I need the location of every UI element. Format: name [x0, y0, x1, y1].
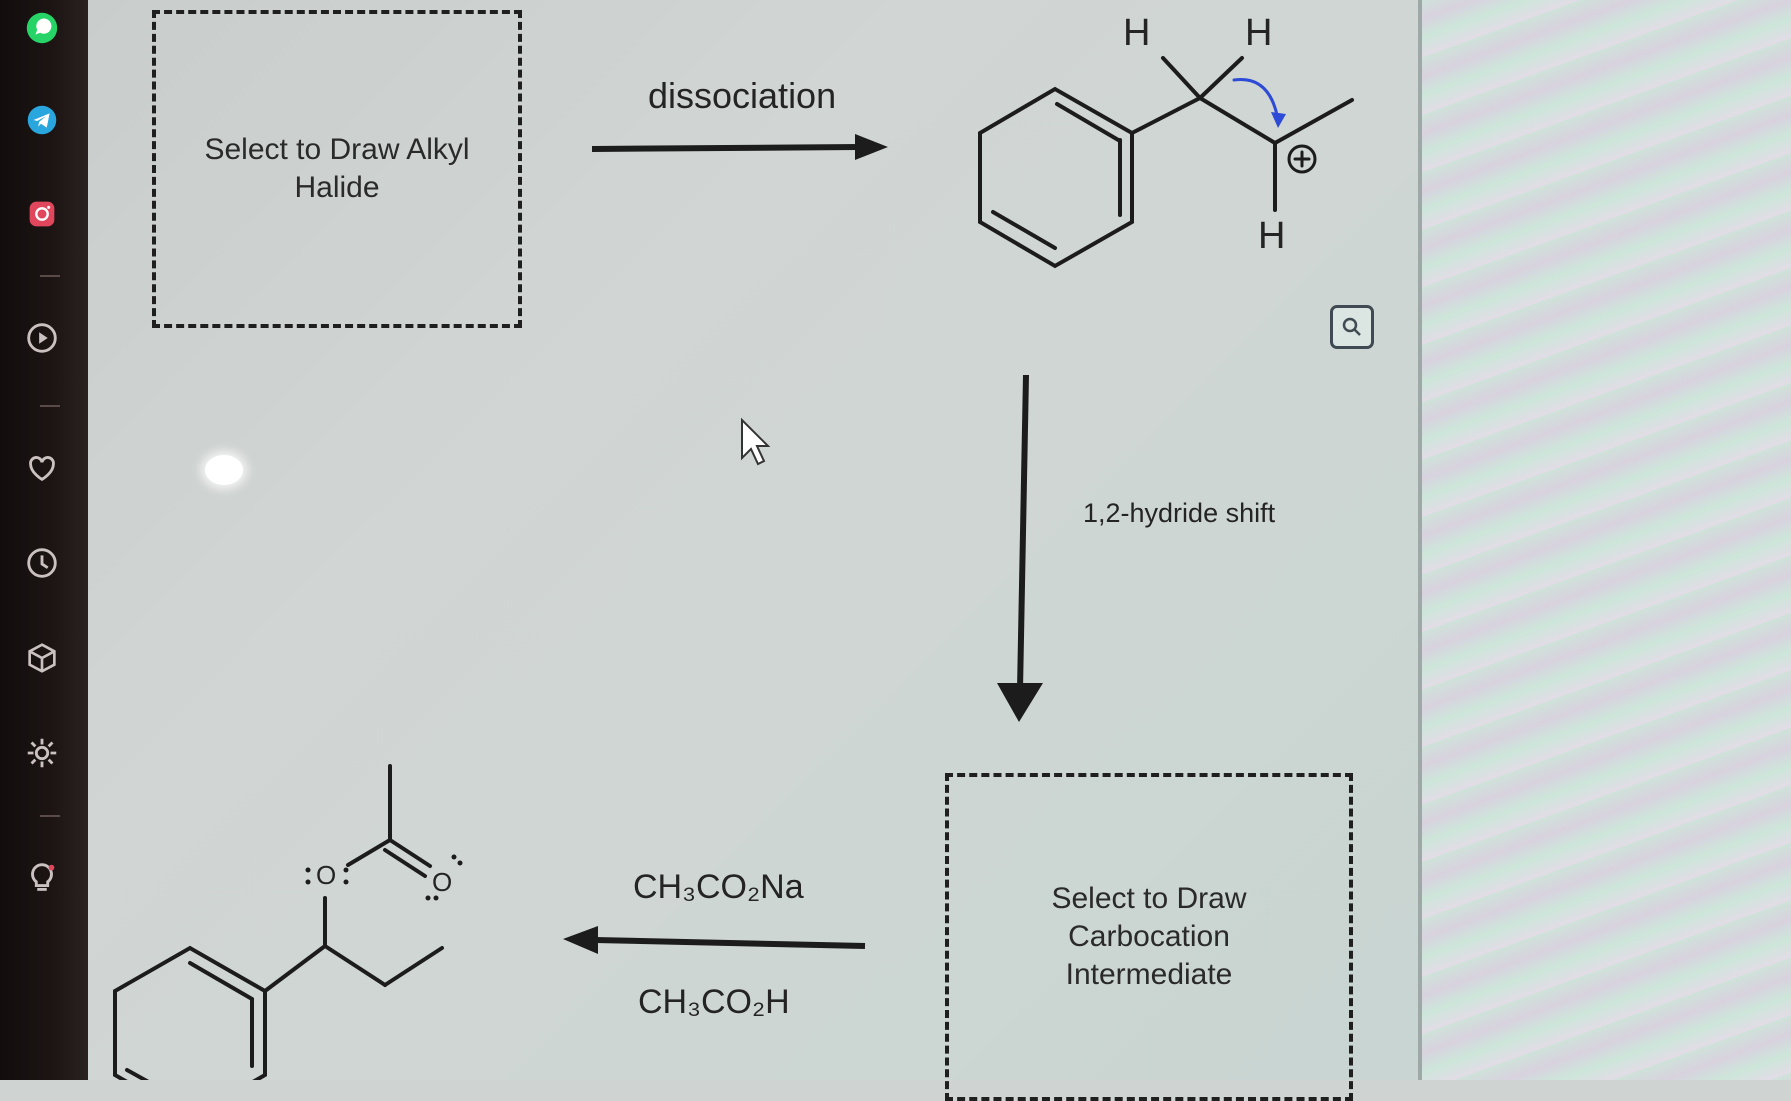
reaction-canvas	[88, 0, 1418, 1080]
instagram-icon[interactable]	[14, 186, 70, 242]
oxygen-label: O	[432, 867, 453, 897]
lightbulb-icon[interactable]	[14, 850, 70, 906]
oxygen-label: O	[316, 860, 337, 890]
hydrogen-label: H	[1245, 12, 1273, 54]
cube-icon[interactable]	[14, 630, 70, 686]
rail-divider	[40, 405, 60, 407]
hydrogen-label: H	[1123, 12, 1151, 54]
draw-alkyl-halide-box[interactable]: Select to Draw Alkyl Halide	[152, 10, 522, 328]
magnifier-icon	[1342, 317, 1361, 336]
zoom-button[interactable]	[1330, 305, 1374, 349]
panel-divider	[1418, 0, 1422, 1080]
reagent-top-label: CH₃CO₂Na	[633, 868, 804, 906]
rail-divider	[40, 815, 60, 817]
side-panel	[1422, 0, 1791, 1080]
reagent-bottom-label: CH₃CO₂H	[638, 983, 790, 1021]
rail-divider	[40, 275, 60, 277]
substitution-arrow	[563, 926, 866, 954]
product-structure	[113, 764, 444, 1080]
curved-arrow	[1232, 78, 1280, 122]
play-icon[interactable]	[14, 310, 70, 366]
draw-carbocation-box[interactable]: Select to Draw Carbocation Intermediate	[945, 773, 1353, 1101]
heart-icon[interactable]	[14, 440, 70, 496]
whatsapp-icon[interactable]	[14, 0, 70, 56]
cursor-icon	[741, 417, 771, 466]
dissociation-arrow	[591, 134, 888, 160]
hydride-shift-label: 1,2-hydride shift	[1083, 498, 1276, 528]
hydrogen-label: H	[1258, 215, 1286, 257]
draw-alkyl-halide-label: Select to Draw Alkyl Halide	[204, 133, 470, 204]
carbocation-structure	[978, 56, 1354, 269]
gear-icon[interactable]	[14, 725, 70, 781]
history-icon[interactable]	[14, 535, 70, 591]
telegram-icon[interactable]	[14, 92, 70, 148]
oxygen-lone-pairs	[305, 854, 463, 901]
screen-glare	[205, 455, 243, 485]
dissociation-label: dissociation	[648, 75, 837, 116]
hydride-shift-arrow	[997, 374, 1043, 722]
positive-charge-icon	[1287, 144, 1317, 174]
draw-carbocation-label: Select to Draw Carbocation Intermediate	[1051, 882, 1247, 991]
app-sidebar	[0, 0, 88, 1080]
